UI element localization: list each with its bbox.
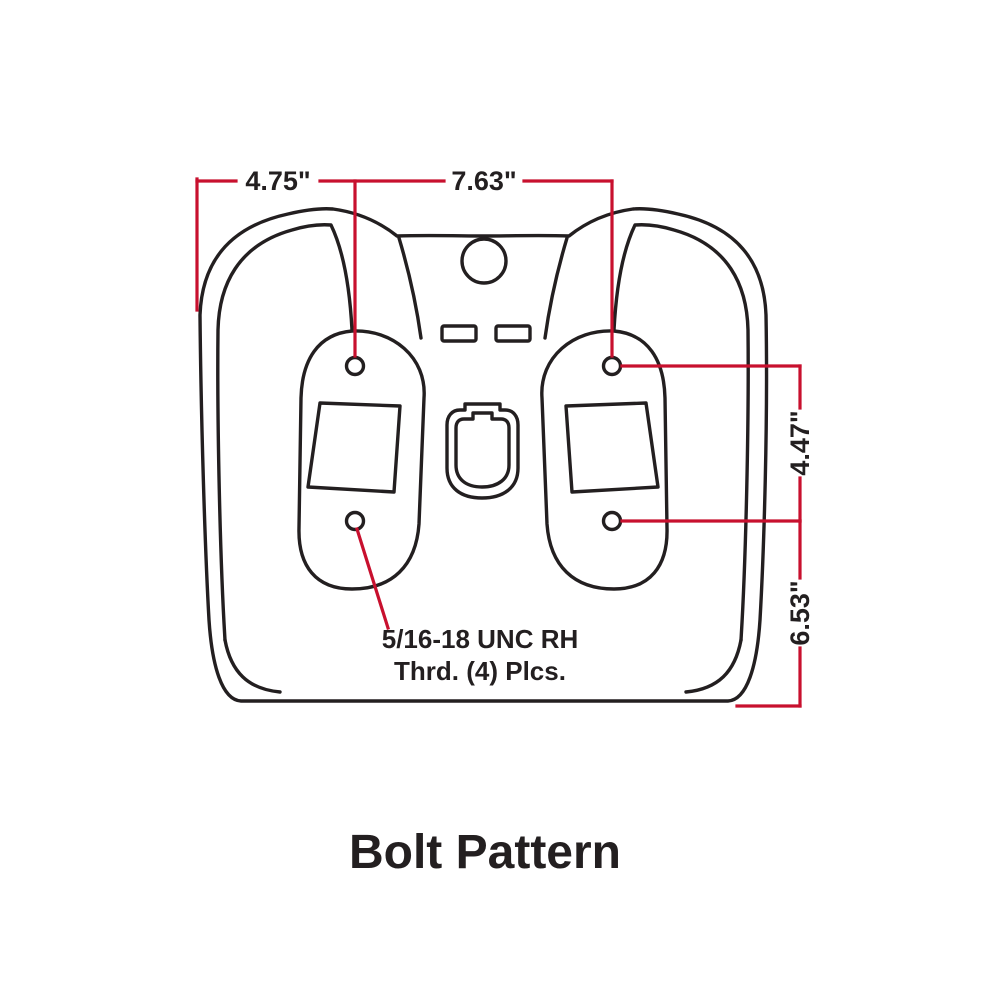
left-trapezoid-cutout	[306, 401, 402, 494]
right-trapezoid-cutout	[564, 401, 660, 494]
seat-drawing	[198, 207, 769, 703]
dim-label-7-63: 7.63"	[451, 166, 516, 196]
seat-outer-outline	[198, 207, 769, 703]
bolt-hole-bottom-left	[344, 510, 366, 532]
bolt-hole-bottom-right	[601, 510, 623, 532]
right-mount-lobe	[540, 329, 669, 591]
bolt-hole-top-right	[601, 355, 623, 377]
dim-label-4-47: 4.47"	[785, 410, 815, 475]
callout-leader-line	[354, 526, 391, 631]
left-mount-lobe	[297, 329, 426, 591]
seat-inner-rim-bottom-left	[223, 638, 282, 694]
dim-label-6-53: 6.53"	[785, 580, 815, 645]
dimension-lines	[195, 177, 802, 708]
center-column-line-left	[397, 236, 423, 340]
center-keyhole-inner	[454, 411, 511, 489]
top-center-hole	[460, 237, 508, 285]
vent-slot-left	[440, 324, 478, 343]
center-keyhole-outer	[445, 402, 520, 500]
callout-thread-line1: 5/16-18 UNC RH	[382, 624, 579, 654]
vent-slot-right	[494, 324, 532, 343]
callout-thread-line2: Thrd. (4) Plcs.	[394, 656, 566, 686]
seat-inner-rim-right	[612, 223, 750, 642]
seat-inner-rim-left	[216, 223, 354, 642]
seat-inner-rim-bottom-right	[684, 638, 743, 694]
dim-label-4-75: 4.75"	[245, 166, 310, 196]
center-column-line-right	[543, 236, 569, 340]
diagram-title: Bolt Pattern	[349, 826, 621, 879]
bolt-hole-top-left	[344, 355, 366, 377]
